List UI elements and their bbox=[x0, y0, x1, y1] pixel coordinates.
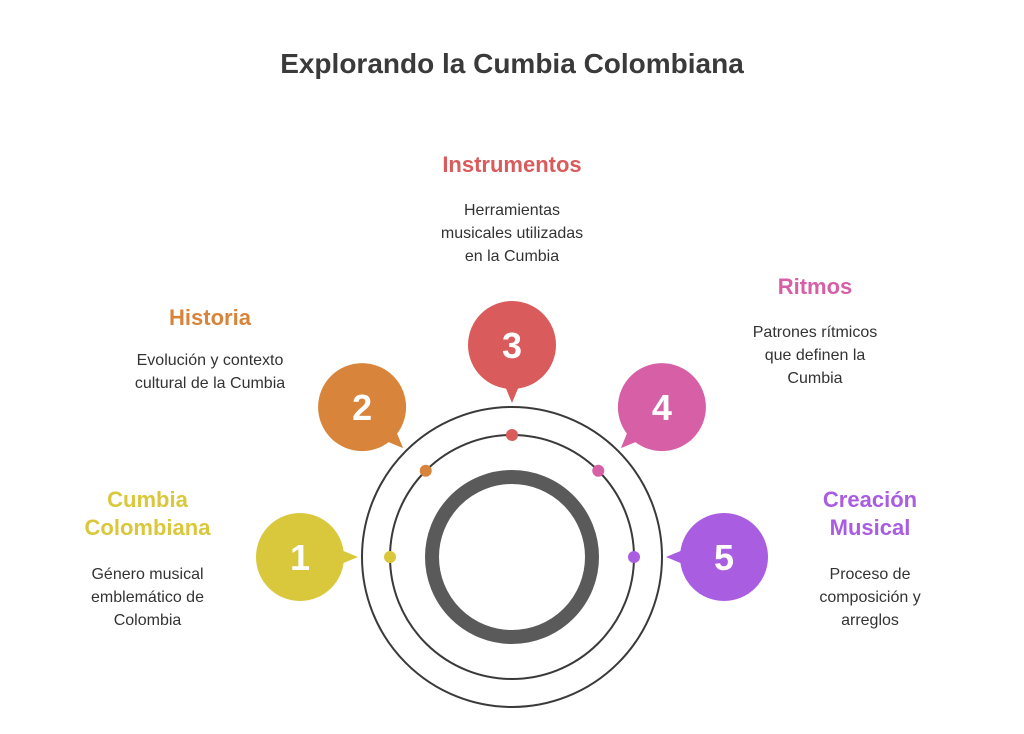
step-2-title: Historia bbox=[169, 305, 251, 330]
step-4-title: Ritmos bbox=[777, 274, 853, 299]
step-5-ring-dot bbox=[628, 551, 640, 563]
step-2-bubble bbox=[318, 363, 407, 452]
step-4-number: 4 bbox=[652, 387, 672, 428]
step-4-bubble bbox=[617, 363, 706, 452]
step-1-bubble bbox=[256, 513, 344, 601]
outer-ring bbox=[361, 406, 663, 708]
step-2-ring-dot bbox=[419, 464, 432, 477]
step-3-number: 3 bbox=[502, 325, 522, 366]
diagram-title: Explorando la Cumbia Colombiana bbox=[280, 48, 744, 79]
step-4-ring-dot bbox=[592, 464, 605, 477]
step-2-number: 2 bbox=[352, 387, 372, 428]
step-5-number: 5 bbox=[714, 537, 734, 578]
center-ring bbox=[425, 470, 599, 644]
step-3-title: Instrumentos bbox=[442, 152, 582, 177]
step-1-number: 1 bbox=[290, 537, 310, 578]
step-3-ring-dot bbox=[506, 429, 518, 441]
step-1-ring-dot bbox=[384, 551, 396, 563]
step-5-bubble bbox=[680, 513, 768, 601]
step-3-bubble bbox=[468, 301, 556, 389]
